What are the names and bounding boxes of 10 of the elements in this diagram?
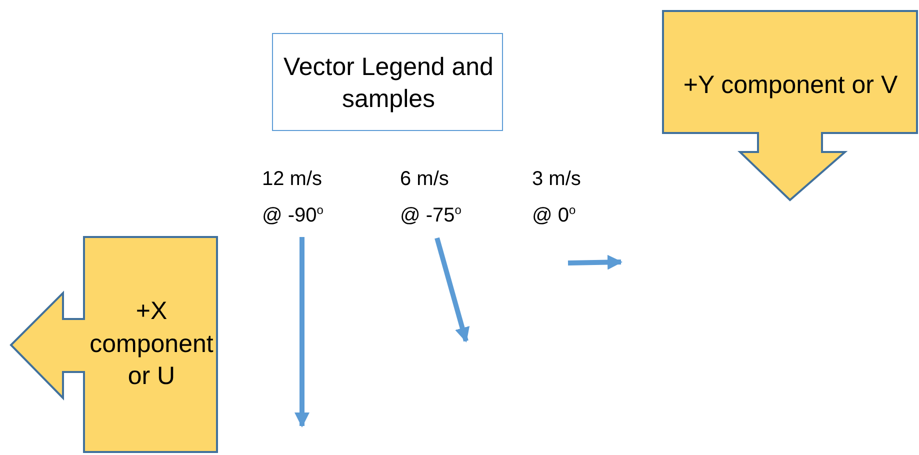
text-box	[272, 33, 503, 131]
vector-label: 3 m/s	[532, 168, 581, 191]
shape-text: Vector Legend and samples	[282, 52, 494, 115]
shape-text: +X component or U	[88, 296, 214, 392]
vector-label: 6 m/s	[400, 168, 449, 191]
vector-label: @ 0$^{o}$	[532, 203, 576, 228]
vector-label: @ -75$^{o}$	[400, 203, 462, 228]
vector-label: @ -90$^{o}$	[262, 203, 324, 228]
shape-text: +Y component or V	[683, 70, 898, 102]
vector-label: 12 m/s	[262, 168, 322, 191]
